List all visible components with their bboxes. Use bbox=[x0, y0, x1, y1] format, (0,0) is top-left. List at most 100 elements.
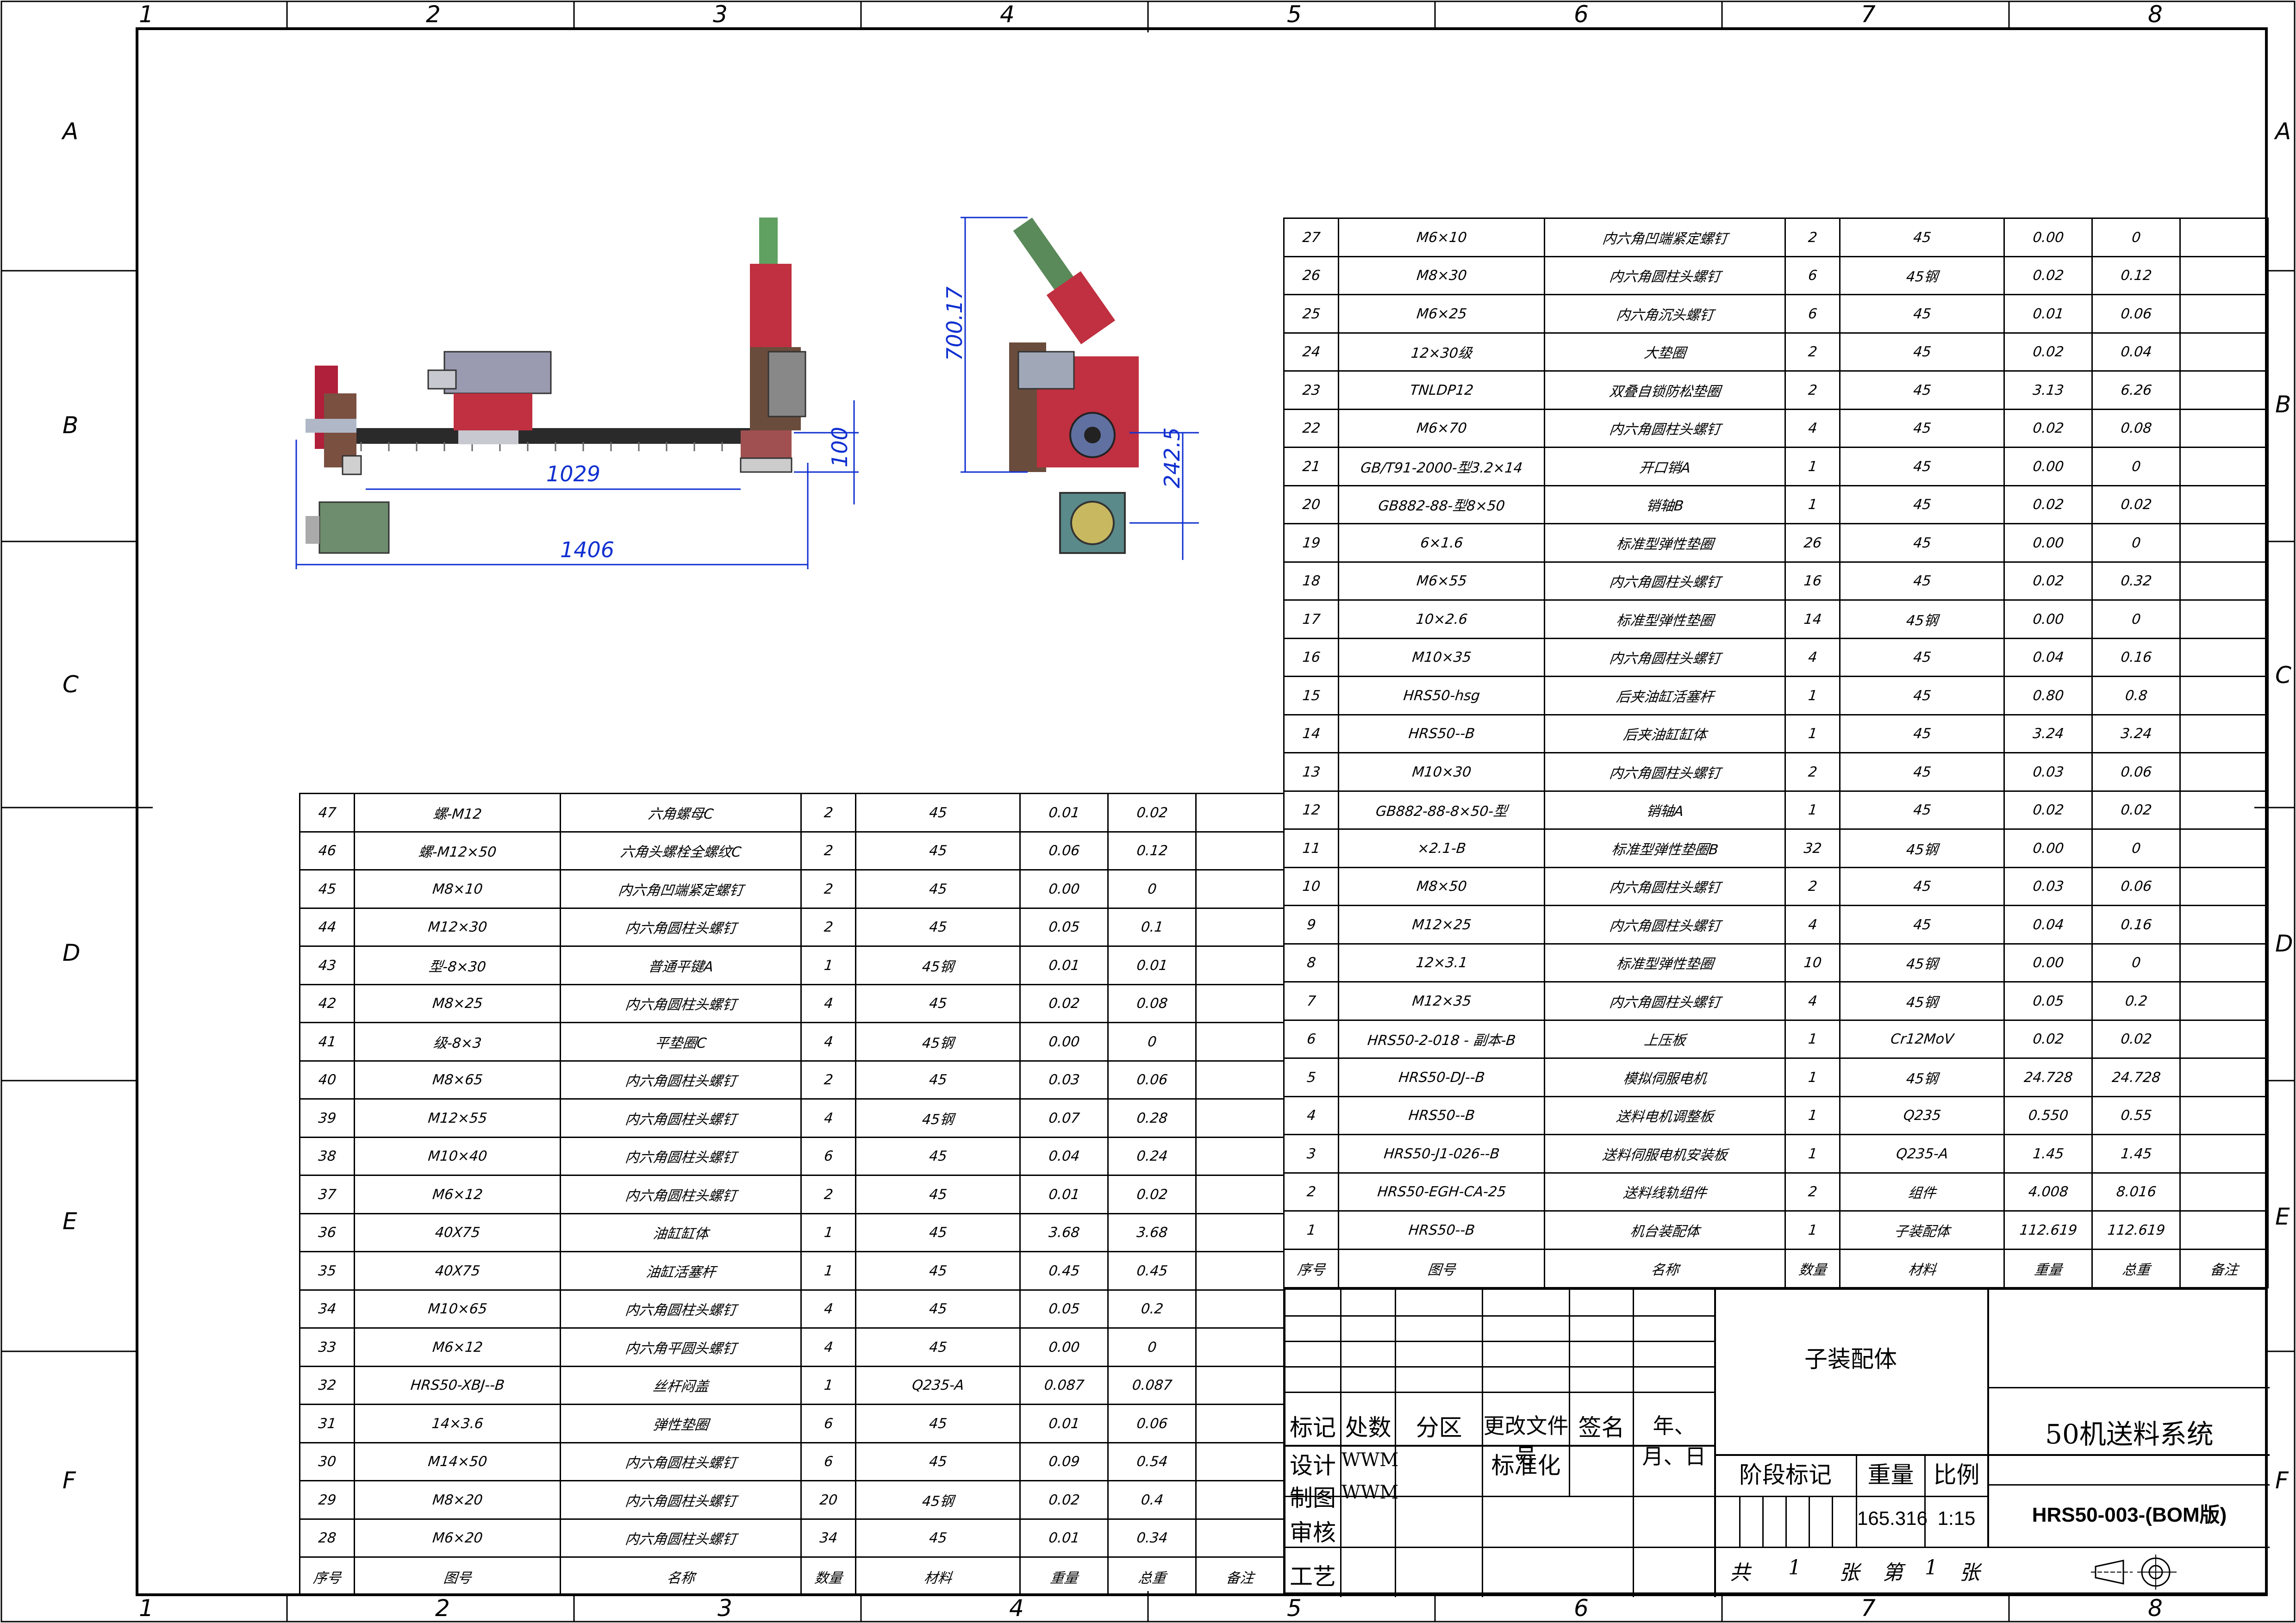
zone-col-5-bottom: 5 bbox=[1287, 1595, 1302, 1622]
bom-cell-no: 7 bbox=[1282, 982, 1341, 1020]
bom-cell-total: 112.619 bbox=[2090, 1211, 2182, 1249]
bom-cell-code: GB/T91-2000-型3.2×14 bbox=[1336, 447, 1547, 485]
bom-cell-no: 28 bbox=[298, 1519, 356, 1557]
bom-cell-weight: 0.02 bbox=[2002, 1020, 2094, 1058]
sheet-no-value: 1 bbox=[1925, 1556, 1938, 1579]
bom-cell-material: Q235 bbox=[1838, 1096, 2006, 1135]
bom-cell-note bbox=[2178, 791, 2270, 829]
dim-700: 700.17 bbox=[942, 286, 967, 361]
bom-cell-code: M10×35 bbox=[1336, 638, 1547, 677]
bom-cell-total: 0.54 bbox=[1106, 1443, 1198, 1481]
bom-cell-note bbox=[2178, 218, 2270, 256]
bom-cell-no: 13 bbox=[1282, 752, 1341, 791]
bom-header-code: 图号 bbox=[352, 1557, 562, 1596]
bom-cell-material: 45钢 bbox=[854, 1099, 1022, 1137]
bom-header-qty: 数量 bbox=[799, 1557, 858, 1596]
bom-cell-no: 22 bbox=[1282, 409, 1341, 448]
bom-cell-no: 45 bbox=[298, 870, 356, 908]
bom-cell-code: HRS50-2-018 - 副本-B bbox=[1336, 1020, 1547, 1058]
bom-cell-name: 大垫圈 bbox=[1542, 333, 1787, 371]
bom-cell-material: 45 bbox=[854, 1519, 1022, 1557]
bom-cell-note bbox=[2178, 256, 2270, 295]
bom-cell-material: 45 bbox=[854, 1061, 1022, 1099]
bom-cell-weight: 0.03 bbox=[1018, 1061, 1110, 1099]
bom-cell-material: 45 bbox=[1838, 294, 2006, 333]
bom-cell-material: 45钢 bbox=[1838, 982, 2006, 1020]
bom-cell-total: 0.08 bbox=[1106, 984, 1198, 1023]
zone-col-5: 5 bbox=[1287, 1, 1302, 28]
bom-cell-material: 45 bbox=[854, 1213, 1022, 1252]
bom-cell-qty: 1 bbox=[1783, 1020, 1842, 1058]
zone-col-7: 7 bbox=[1861, 1, 1876, 28]
bom-header-weight: 重量 bbox=[2002, 1249, 2094, 1287]
bom-cell-weight: 3.24 bbox=[2002, 715, 2094, 753]
bom-cell-note bbox=[2178, 676, 2270, 715]
bom-cell-qty: 34 bbox=[799, 1519, 858, 1557]
bom-cell-qty: 6 bbox=[1783, 294, 1842, 333]
bom-cell-weight: 0.02 bbox=[2002, 485, 2094, 524]
bom-cell-code: HRS50--B bbox=[1336, 1096, 1547, 1135]
dim-1029: 1029 bbox=[546, 461, 600, 486]
total-sheets-unit: 张 bbox=[1839, 1561, 1859, 1585]
bom-cell-note bbox=[2178, 829, 2270, 867]
bom-cell-qty: 2 bbox=[1783, 333, 1842, 371]
bom-cell-name: 弹性垫圈 bbox=[558, 1404, 803, 1443]
bom-header-no: 序号 bbox=[1282, 1249, 1341, 1287]
bom-cell-weight: 24.728 bbox=[2002, 1058, 2094, 1096]
bom-cell-qty: 4 bbox=[1783, 409, 1842, 448]
bom-cell-name: 标准型弹性垫圈 bbox=[1542, 523, 1787, 562]
bom-cell-no: 6 bbox=[1282, 1020, 1341, 1058]
bom-cell-weight: 0.00 bbox=[2002, 829, 2094, 867]
label-process: 工艺 bbox=[1290, 1563, 1336, 1590]
bom-cell-note bbox=[2178, 1211, 2270, 1249]
bom-cell-weight: 0.04 bbox=[1018, 1137, 1110, 1175]
bom-cell-name: 平垫圈C bbox=[558, 1022, 803, 1061]
bom-cell-name: 内六角圆柱头螺钉 bbox=[1542, 982, 1787, 1020]
bom-cell-note bbox=[2178, 944, 2270, 982]
bom-cell-weight: 3.13 bbox=[2002, 371, 2094, 409]
bom-cell-name: 销轴A bbox=[1542, 791, 1787, 829]
bom-cell-weight: 0.05 bbox=[1018, 1290, 1110, 1328]
bom-cell-name: 内六角凹端紧定螺钉 bbox=[558, 870, 803, 908]
bom-cell-no: 17 bbox=[1282, 600, 1341, 638]
bom-cell-weight: 0.00 bbox=[1018, 870, 1110, 908]
dim-1406: 1406 bbox=[560, 537, 614, 562]
bom-cell-code: M10×40 bbox=[352, 1137, 562, 1175]
bom-cell-qty: 1 bbox=[1783, 715, 1842, 753]
drawing-number: HRS50-003-(BOM版) bbox=[2032, 1504, 2227, 1526]
total-sheets: 共 1 张 bbox=[1730, 1556, 1859, 1586]
bom-cell-qty: 1 bbox=[799, 1251, 858, 1290]
bom-cell-total: 0.04 bbox=[2090, 333, 2182, 371]
bom-cell-material: 45 bbox=[854, 1251, 1022, 1290]
bom-cell-qty: 32 bbox=[1783, 829, 1842, 867]
zone-col-1-bottom: 1 bbox=[139, 1595, 154, 1622]
bom-cell-qty: 14 bbox=[1783, 600, 1842, 638]
bom-cell-qty: 1 bbox=[1783, 1211, 1842, 1249]
bom-cell-material: 45钢 bbox=[854, 946, 1022, 984]
draw-name: WWM bbox=[1341, 1482, 1399, 1503]
bom-cell-weight: 0.45 bbox=[1018, 1251, 1110, 1290]
bom-cell-name: 内六角凹端紧定螺钉 bbox=[1542, 218, 1787, 256]
bom-cell-material: 45 bbox=[1838, 715, 2006, 753]
bom-cell-note bbox=[2178, 1134, 2270, 1173]
bom-cell-code: 6×1.6 bbox=[1336, 523, 1547, 562]
bom-cell-name: 油缸活塞杆 bbox=[558, 1251, 803, 1290]
bom-header-total: 总重 bbox=[2090, 1249, 2182, 1287]
bom-cell-total: 0.02 bbox=[1106, 1175, 1198, 1213]
bom-cell-total: 0.01 bbox=[1106, 946, 1198, 984]
label-sign: 签名 bbox=[1578, 1414, 1625, 1441]
bom-cell-note bbox=[1194, 1404, 1286, 1443]
bom-cell-qty: 2 bbox=[799, 793, 858, 832]
bom-header-no: 序号 bbox=[298, 1557, 356, 1596]
bom-cell-note bbox=[1194, 870, 1286, 908]
